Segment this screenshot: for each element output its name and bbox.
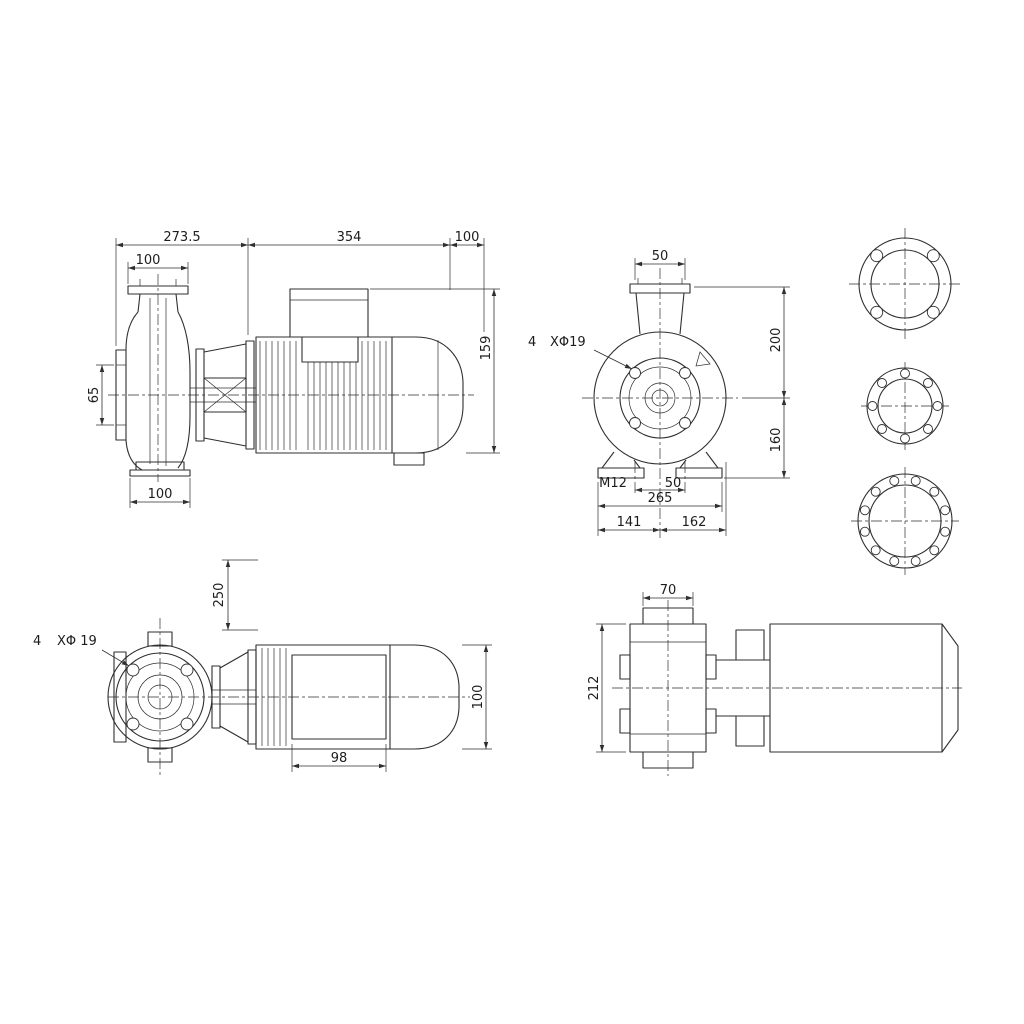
terminal-box bbox=[289, 288, 369, 338]
side-view-pump bbox=[115, 279, 191, 477]
side-view-dimensions: 273.5 354 100 100 65 159 100 bbox=[87, 230, 500, 508]
side-view-bracket bbox=[190, 340, 256, 450]
top-view-pump bbox=[107, 631, 213, 763]
dim-label-base-width: 265 bbox=[648, 491, 673, 506]
motor-end-cap-top bbox=[390, 644, 460, 750]
dim-label-shaft-end: 100 bbox=[455, 230, 480, 245]
dim-label-motor-height: 159 bbox=[479, 336, 494, 361]
motor-foot bbox=[393, 452, 425, 466]
end-view-body bbox=[593, 278, 727, 496]
dim-label-base-right: 162 bbox=[682, 515, 707, 530]
flange-pattern-8-hole bbox=[861, 362, 949, 450]
motor-cooling-fins-top bbox=[261, 648, 287, 746]
dim-label-length-250: 250 bbox=[212, 583, 227, 608]
dim-label-height-lower: 160 bbox=[769, 428, 784, 453]
bottom-view-dimensions: 70 212 bbox=[587, 583, 694, 753]
bolt-spec-label: XΦ19 bbox=[550, 335, 586, 350]
bolt-leader-line bbox=[593, 349, 633, 370]
bottom-view-pump-flange bbox=[619, 607, 717, 769]
dim-label-port: 50 bbox=[652, 249, 669, 264]
thread-spec-label: M12 bbox=[599, 476, 627, 491]
motor-end-cap bbox=[392, 336, 464, 454]
dim-label-pump-length: 273.5 bbox=[163, 230, 200, 245]
end-view-dimensions: 50 4 XΦ19 200 160 M12 50 265 bbox=[528, 249, 790, 536]
end-view: 50 4 XΦ19 200 160 M12 50 265 bbox=[528, 249, 790, 538]
top-view-dimensions: 250 4 XΦ 19 100 98 bbox=[33, 559, 492, 772]
bolt-spec-label-top: XΦ 19 bbox=[57, 634, 97, 649]
dim-label-foot-width: 100 bbox=[148, 487, 173, 502]
top-view: 250 4 XΦ 19 100 98 bbox=[33, 559, 492, 778]
dim-label-suction-port: 65 bbox=[87, 387, 102, 404]
dim-label-port-width: 70 bbox=[660, 583, 677, 598]
motor-end-cap-bottom bbox=[941, 623, 959, 753]
bolt-count-label-top: 4 bbox=[33, 634, 41, 649]
bolt-count-label: 4 bbox=[528, 335, 536, 350]
terminal-box-top bbox=[291, 654, 387, 740]
dim-label-flange-width: 100 bbox=[136, 253, 161, 268]
flange-bolt-patterns bbox=[849, 228, 961, 575]
side-view: 273.5 354 100 100 65 159 100 bbox=[87, 230, 500, 508]
bolt-leader-line-top bbox=[101, 649, 130, 667]
bottom-view: 70 212 bbox=[587, 583, 962, 776]
dim-label-hole-spacing: 50 bbox=[665, 476, 682, 491]
dim-label-height-upper: 200 bbox=[769, 328, 784, 353]
flange-pattern-12-hole bbox=[851, 467, 959, 575]
dim-label-motor-length: 354 bbox=[337, 230, 362, 245]
dim-label-box-length: 98 bbox=[331, 751, 348, 766]
dim-label-base-left: 141 bbox=[617, 515, 642, 530]
top-view-motor bbox=[255, 644, 460, 750]
dim-label-flange-width-212: 212 bbox=[587, 676, 602, 701]
bottom-view-drive bbox=[716, 623, 959, 753]
volute-rib bbox=[695, 351, 711, 367]
motor-cooling-fins bbox=[259, 341, 387, 450]
flange-pattern-4-hole bbox=[849, 228, 961, 340]
side-view-motor bbox=[255, 288, 464, 466]
dim-label-motor-width: 100 bbox=[471, 685, 486, 710]
